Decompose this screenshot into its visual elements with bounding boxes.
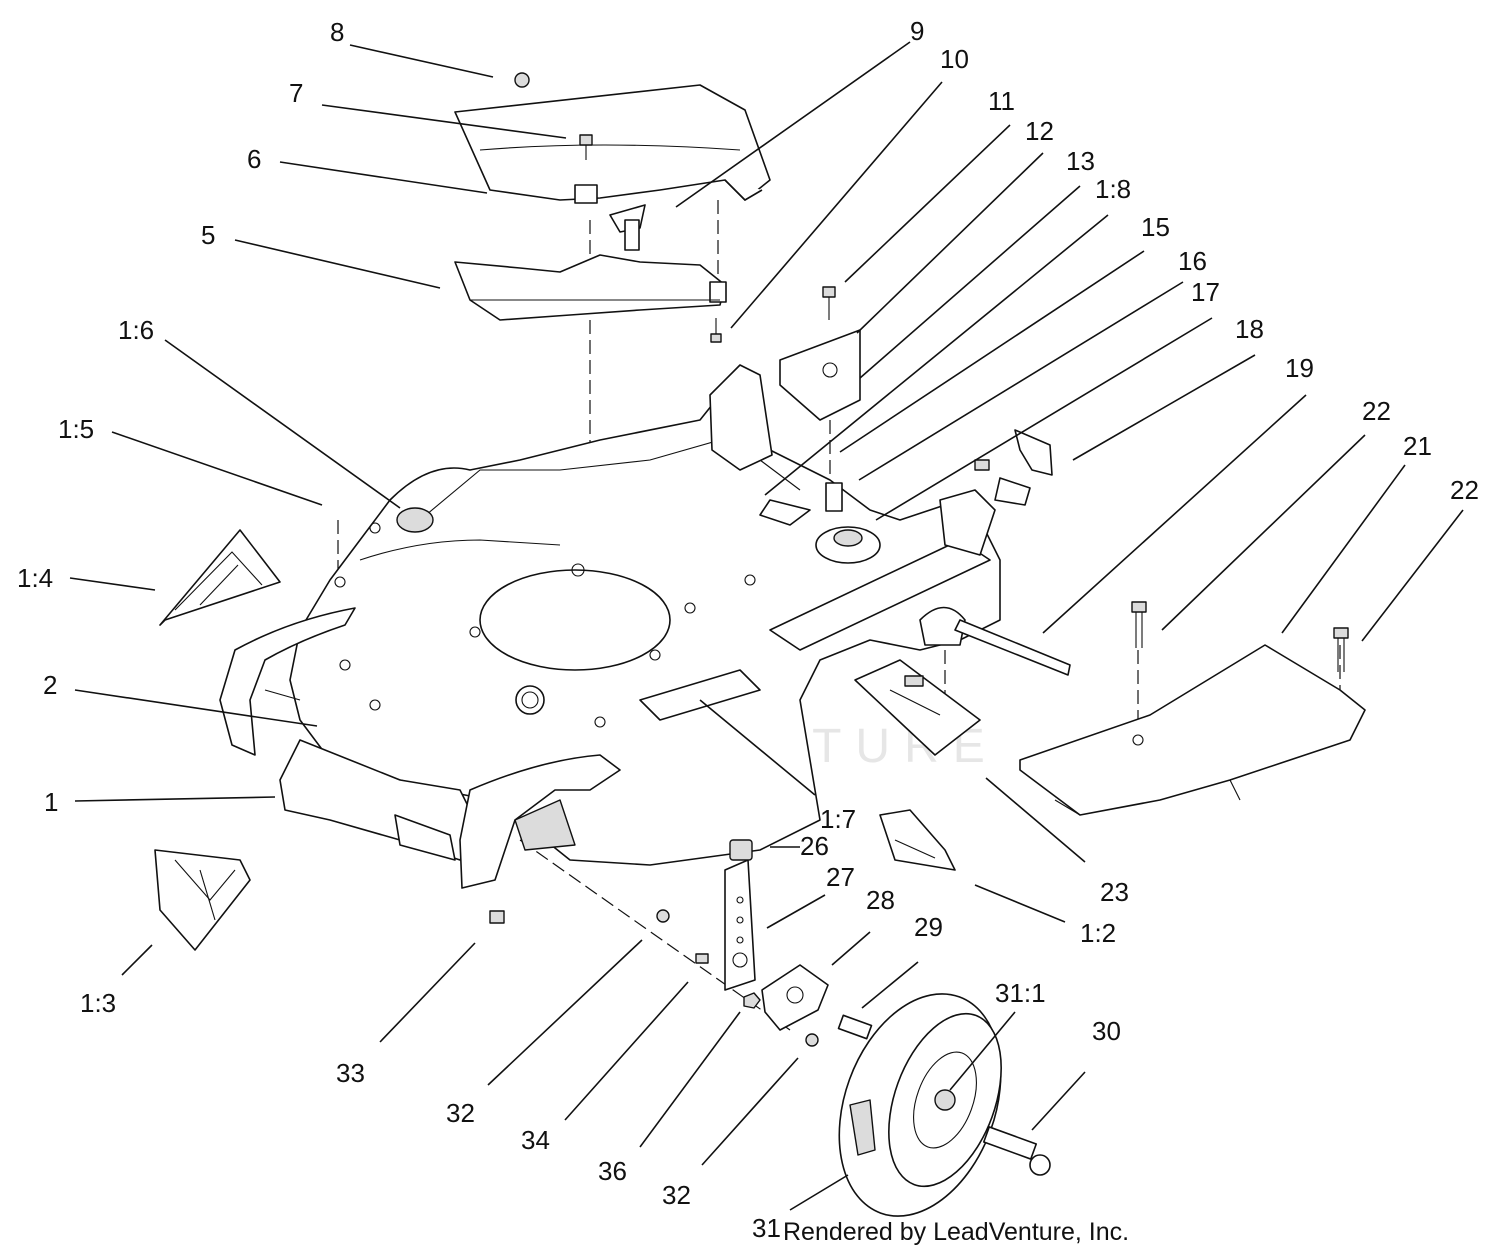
- drive-assembly-part: [815, 482, 881, 564]
- callout-1-4: 1:4: [17, 563, 53, 593]
- callout-28: 28: [866, 885, 895, 915]
- knob-part-26: [729, 839, 753, 861]
- callout-8: 8: [330, 17, 344, 47]
- height-adjuster-part-27: [724, 859, 756, 991]
- callout-33: 33: [336, 1058, 365, 1088]
- wheel-part-31: [838, 993, 1002, 1217]
- rear-guard-part: [1019, 644, 1366, 816]
- callout-1-2: 1:2: [1080, 918, 1116, 948]
- callout-17: 17: [1191, 277, 1220, 307]
- callout-11: 11: [988, 86, 1015, 116]
- callout-1-6: 1:6: [118, 315, 154, 345]
- callout-1-3: 1:3: [80, 988, 116, 1018]
- top-cover-part: [454, 84, 771, 204]
- callout-1-5: 1:5: [58, 414, 94, 444]
- callout-1-7: 1:7: [820, 804, 856, 834]
- callout-36: 36: [598, 1156, 627, 1186]
- pivot-bolt-part-29: [837, 1014, 873, 1040]
- side-insert-part-1-3: [154, 849, 251, 951]
- nut-part: [514, 72, 530, 88]
- leader-lines: [69, 41, 1464, 1211]
- callout-21: 21: [1403, 431, 1432, 461]
- callout-18: 18: [1235, 314, 1264, 344]
- callout-22a: 22: [1362, 396, 1391, 426]
- side-skirt-part: [459, 754, 621, 889]
- rear-bolts-part-22: [1131, 601, 1349, 672]
- callout-27: 27: [826, 862, 855, 892]
- callout-15: 15: [1141, 212, 1170, 242]
- rear-flap-part: [854, 659, 981, 756]
- callout-7: 7: [289, 78, 303, 108]
- front-bumper-part: [219, 607, 356, 756]
- callout-31: 31: [752, 1213, 781, 1243]
- callout-32a: 32: [446, 1098, 475, 1128]
- callout-12: 12: [1025, 116, 1054, 146]
- callout-1: 1: [44, 787, 58, 817]
- callout-34: 34: [521, 1125, 550, 1155]
- callout-23: 23: [1100, 877, 1129, 907]
- baffle-part: [454, 219, 727, 321]
- callout-13: 13: [1066, 146, 1095, 176]
- callout-19: 19: [1285, 353, 1314, 383]
- callout-32b: 32: [662, 1180, 691, 1210]
- render-credit: 31 Rendered by LeadVenture, Inc.: [752, 1213, 1129, 1246]
- callout-9: 9: [910, 16, 924, 46]
- callout-26: 26: [800, 831, 829, 861]
- credit-text: Rendered by LeadVenture, Inc.: [783, 1218, 1129, 1246]
- callout-10: 10: [940, 44, 969, 74]
- callout-6: 6: [247, 144, 261, 174]
- pivot-part-28: [761, 964, 829, 1031]
- callout-30: 30: [1092, 1016, 1121, 1046]
- rod-part-19: [954, 619, 1071, 676]
- callout-labels: 8 7 6 5 9 10 11 12 13 1:8 15 16 17 18 19…: [17, 16, 1479, 1210]
- callout-16: 16: [1178, 246, 1207, 276]
- callout-1-8: 1:8: [1095, 174, 1131, 204]
- side-insert-part-1-4: [159, 529, 281, 626]
- wheel-bolt-part-30: [982, 1126, 1051, 1176]
- rear-axle-frame-part: [769, 489, 996, 651]
- rear-insert-part-1-2: [879, 809, 956, 871]
- callout-5: 5: [201, 220, 215, 250]
- bolt-part-7: [579, 134, 593, 160]
- small-hardware-parts: [489, 909, 819, 1047]
- callout-2: 2: [43, 670, 57, 700]
- bracket-part-18: [974, 429, 1053, 506]
- callout-29: 29: [914, 912, 943, 942]
- screw-part-10: [710, 318, 722, 343]
- callout-22b: 22: [1450, 475, 1479, 505]
- callout-31-1: 31:1: [995, 978, 1046, 1008]
- mower-deck-part: [279, 364, 1001, 866]
- bracket-plate-part-13: [779, 329, 861, 421]
